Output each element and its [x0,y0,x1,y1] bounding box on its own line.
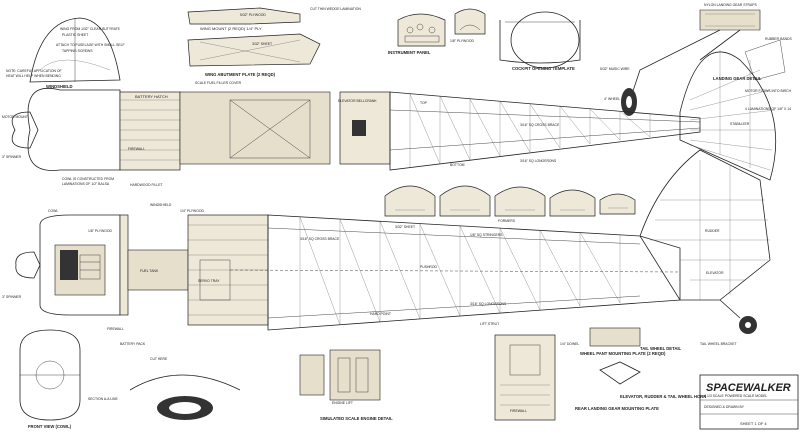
side-ply-1-4-label: 1/4" PLYWOOD [180,209,204,213]
svg-text:4 LAMINATIONS OF 1/8" X 14: 4 LAMINATIONS OF 1/8" X 14 [745,107,791,111]
fuselage-top-view: MOTOR MOUNT 3" SPINNER BATTERY HATCH FIR… [2,50,777,187]
landing-gear-wire: 5/32" MUSIC WIRE [600,67,630,71]
elevator-horn-caption: ELEVATOR, RUDDER & TAIL WHEEL HORN [620,394,706,399]
fuselage-side-view: 3" SPINNER COWL FIREWALL FUEL TANK SERVO… [2,149,771,346]
svg-text:WING FROM 1/32" CLEAR BUTYRATE: WING FROM 1/32" CLEAR BUTYRATE [60,27,121,31]
fuel-filler-label: SCALE FUEL FILLER COVER [195,81,242,85]
title-block: SPACEWALKER A 1/3 SCALE POWERED SCALE MO… [699,374,799,430]
svg-text:ELEVATOR BELLCRANK: ELEVATOR BELLCRANK [338,99,377,103]
hard-point-label: HARD POINT [370,312,391,316]
subtitle-text: A 1/3 SCALE POWERED SCALE MODEL [704,394,767,398]
servo-tray-label: SERVO TRAY [198,279,220,283]
wing-mount-caption: WING MOUNT (2 REQD) 1/4" PLY [200,26,262,31]
cowl-bottom-drawing: CUT HERE [129,357,241,420]
dowel-label: 1/4" DOWEL [560,342,579,346]
pushrod-label: PUSHROD [420,265,438,269]
hardwood-fillet-label: HARDWOOD FILLET [130,183,163,187]
svg-text:RUBBER BANDS: RUBBER BANDS [765,37,792,41]
top-longeron-label: 3/16" SQ LONGERONS [520,159,557,163]
side-ply-1-8-label: 1/8" PLYWOOD [88,229,112,233]
svg-text:MOTOR FLOWS INTO BIRCH: MOTOR FLOWS INTO BIRCH [745,89,792,93]
cowl-label: COWL [48,209,58,213]
engine-lift-label: ENGINE LIFT [332,401,353,405]
tail-wheel-caption: TAIL WHEEL DETAIL [640,346,682,351]
front-view-caption: FRONT VIEW (COWL) [28,424,72,429]
svg-text:LAMINATIONS OF 1/2" BALSA: LAMINATIONS OF 1/2" BALSA [62,182,110,186]
svg-text:NYLON LANDING GEAR STRAPS: NYLON LANDING GEAR STRAPS [704,3,757,7]
front-view-drawing: FRONT VIEW (COWL) SECTION A-A LINE [19,329,119,429]
elevator-label: ELEVATOR [706,271,724,275]
rudder-label: RUDDER [705,229,720,233]
rear-landing-gear-caption: REAR LANDING GEAR MOUNTING PLATE [575,406,659,411]
landing-gear-caption: LANDING GEAR DETAIL [713,76,762,81]
stab-label: STABILIZER [730,122,750,126]
instrument-panel-caption: INSTRUMENT PANEL [388,50,431,55]
svg-text:5/32" PLYWOOD: 5/32" PLYWOOD [240,13,266,17]
battery-hatch-label: BATTERY HATCH [135,94,168,99]
spinner-label-top: 3" SPINNER [2,155,22,159]
spinner-label-side: 3" SPINNER [2,295,22,299]
svg-text:COWL IS CONSTRUCTED FROM: COWL IS CONSTRUCTED FROM [62,177,114,181]
firewall-top-label: FIREWALL [128,147,145,151]
instrument-panel-drawing: INSTRUMENT PANEL 1/8" PLYWOOD [388,8,486,55]
formers-sheet-label: 3/32" SHEET [395,225,415,229]
longeron-side-label: 3/16" SQ LONGERONS [470,302,507,306]
formers-label: FORMERS [498,219,516,223]
section-aa-label: SECTION A-A LINE [88,397,119,401]
motor-mount-label: MOTOR MOUNT [2,115,28,119]
top-label: TOP [420,101,428,105]
landing-gear-drawing: LANDING GEAR DETAIL 5/32" MUSIC WIRE 4" … [600,3,792,116]
firewall-side-label: FIREWALL [107,327,124,331]
wheel-pant-drawing: WHEEL PANT MOUNTING PLATE (2 REQD) TAIL … [580,327,706,399]
svg-text:NOTE: CAREFUL APPLICATION OF: NOTE: CAREFUL APPLICATION OF [6,69,62,73]
designed-by-text: DESIGNED & DRAWN BY [704,405,745,409]
svg-text:CUT THIN WEDGE LAMINATION: CUT THIN WEDGE LAMINATION [310,7,361,11]
wheel-pant-caption: WHEEL PANT MOUNTING PLATE (2 REQD) [580,351,666,356]
title-text: SPACEWALKER [706,382,791,394]
windshield-drawing: WINDSHIELD WING FROM 1/32" CLEAR BUTYRAT… [6,17,125,89]
svg-text:ATTACH TO FUSELAGE WITH SMALL: ATTACH TO FUSELAGE WITH SMALL SELF [56,43,125,47]
svg-text:HEAT WILL HELP WHEN BENDING: HEAT WILL HELP WHEN BENDING [6,74,61,78]
svg-text:1/8" PLYWOOD: 1/8" PLYWOOD [450,39,474,43]
cut-here-label: CUT HERE [150,357,168,361]
cockpit-template-caption: COCKPIT OPENING TEMPLATE [512,66,575,71]
wing-abutment-caption: WING ABUTMENT PLATE (2 REQD) [205,72,276,77]
rear-mount-drawing: FIREWALL REAR LANDING GEAR MOUNTING PLAT… [494,334,659,421]
battery-pack-label: BATTERY PACK [120,342,146,346]
cross-brace-side-label: 3/16" SQ CROSS BRACE [300,237,340,241]
windshield-side-label: WINDSHIELD [150,203,172,207]
rear-firewall-label: FIREWALL [510,409,527,413]
windshield-caption: WINDSHIELD [46,84,73,89]
lift-strut-label: LIFT STRUT [480,322,499,326]
simulated-engine-caption: SIMULATED SCALE ENGINE DETAIL [320,416,393,421]
svg-text:PLASTIC SHEET: PLASTIC SHEET [62,33,88,37]
svg-text:3/32" SHEET: 3/32" SHEET [252,42,272,46]
cockpit-template-drawing: COCKPIT OPENING TEMPLATE [499,11,581,71]
formers-drawing: FORMERS 3/32" SHEET [384,185,636,229]
tail-wheel-bracket-label: TAIL WHEEL BRACKET [700,342,737,346]
landing-gear-wheel: 4" WHEEL [604,97,620,101]
bottom-label: BOTTOM [450,163,465,167]
simulated-engine-drawing: SIMULATED SCALE ENGINE DETAIL ENGINE LIF… [299,349,393,421]
wing-mount-drawing: WING MOUNT (2 REQD) 1/4" PLY WING ABUTME… [187,7,361,77]
top-cross-brace-label: 3/16" SQ CROSS BRACE [520,123,560,127]
sheet-number: SHEET 1 OF 4 [740,421,767,426]
stringer-label: 1/8" SQ STRINGERS [470,233,503,237]
svg-text:TAPPING SCREWS: TAPPING SCREWS [62,49,93,53]
fuel-tank-label: FUEL TANK [140,269,159,273]
